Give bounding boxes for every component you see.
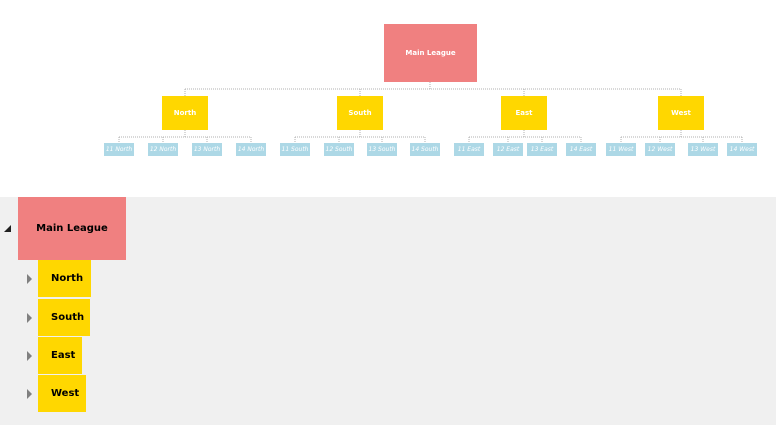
org-chart-region-node[interactable]: North	[162, 96, 208, 130]
tree-item-expand-icon[interactable]	[27, 273, 32, 284]
tree-item-expand-icon[interactable]	[27, 312, 32, 323]
org-chart-region-node[interactable]: East	[501, 96, 547, 130]
tree-root-expand-icon[interactable]	[4, 225, 11, 232]
tree-item-west[interactable]: West	[38, 375, 86, 412]
tree-root-node[interactable]: Main League	[18, 197, 126, 260]
org-chart-team-node[interactable]: 14 East	[566, 143, 596, 156]
org-chart-team-node[interactable]: 14 West	[727, 143, 757, 156]
tree-item-expand-icon[interactable]	[27, 388, 32, 399]
org-chart-team-node[interactable]: 12 East	[493, 143, 523, 156]
org-chart-team-node[interactable]: 13 South	[367, 143, 397, 156]
tree-item-north[interactable]: North	[38, 260, 91, 297]
org-chart-team-node[interactable]: 12 North	[148, 143, 178, 156]
org-chart-region-node[interactable]: South	[337, 96, 383, 130]
tree-item-east[interactable]: East	[38, 337, 82, 374]
org-chart-team-node[interactable]: 13 East	[527, 143, 557, 156]
org-chart-team-node[interactable]: 12 South	[324, 143, 354, 156]
org-chart-connectors	[118, 82, 743, 143]
org-chart-team-node[interactable]: 11 West	[606, 143, 636, 156]
org-chart-team-node[interactable]: 12 West	[645, 143, 675, 156]
org-chart-root-node[interactable]: Main League	[384, 24, 477, 82]
tree-item-south[interactable]: South	[38, 299, 90, 336]
org-chart-team-node[interactable]: 14 North	[236, 143, 266, 156]
org-chart-team-node[interactable]: 13 West	[688, 143, 718, 156]
org-chart-team-node[interactable]: 13 North	[192, 143, 222, 156]
org-chart-team-node[interactable]: 11 North	[104, 143, 134, 156]
tree-item-expand-icon[interactable]	[27, 350, 32, 361]
org-chart: Main League North 11 North 12 North 13 Nort…	[0, 0, 776, 197]
org-chart-team-node[interactable]: 11 East	[454, 143, 484, 156]
org-chart-team-node[interactable]: 14 South	[410, 143, 440, 156]
org-chart-team-node[interactable]: 11 South	[280, 143, 310, 156]
org-chart-region-node[interactable]: West	[658, 96, 704, 130]
